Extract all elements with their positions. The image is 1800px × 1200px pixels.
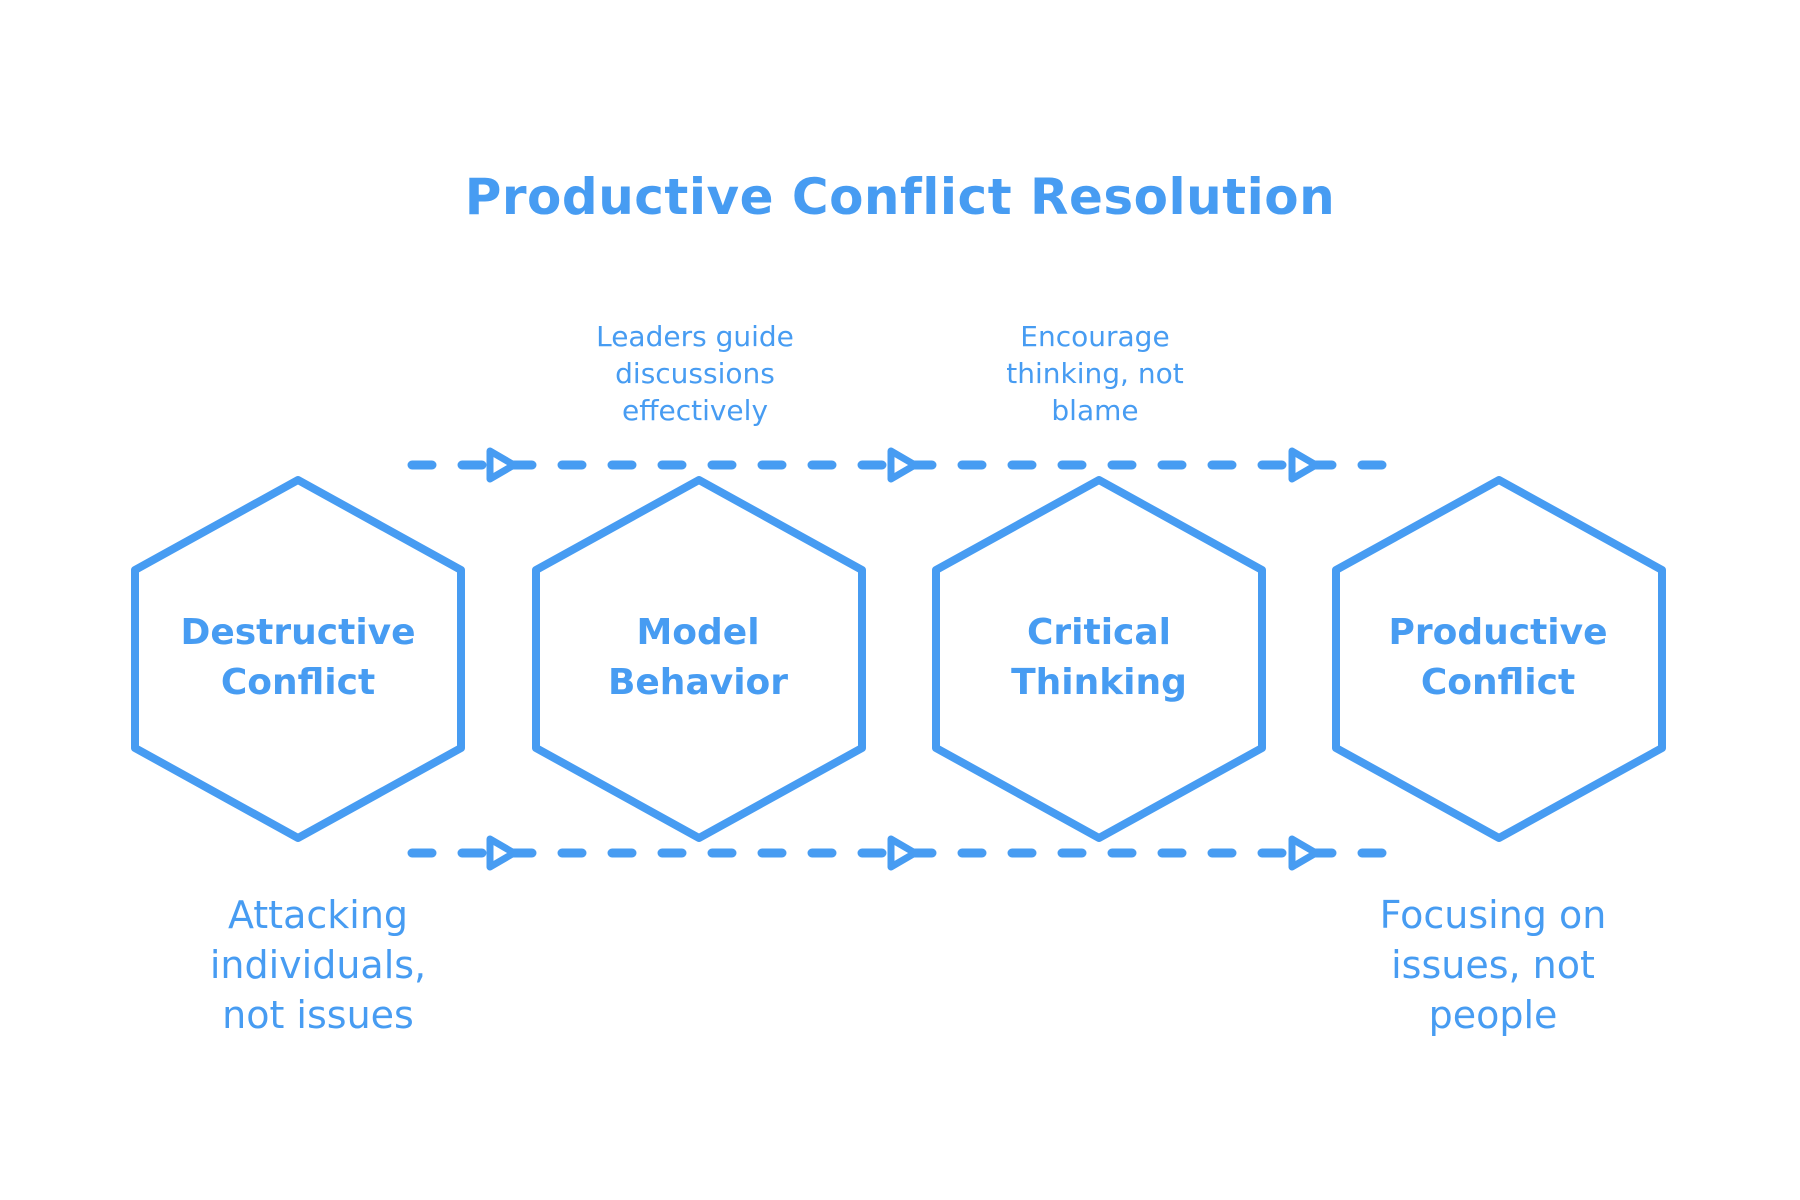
node-label-line: Behavior xyxy=(607,662,789,703)
node-label-line: Model xyxy=(636,612,760,653)
hexagon-model-behavior xyxy=(532,476,866,842)
note-line: individuals, xyxy=(209,943,427,987)
node-label-line: Destructive xyxy=(180,612,416,653)
arrow-head-icon xyxy=(1288,447,1320,483)
note-line: people xyxy=(1428,993,1558,1037)
hexagon-critical-thinking xyxy=(932,476,1266,842)
arrow-head-icon xyxy=(1288,835,1320,871)
node-label-line: Critical xyxy=(1026,612,1172,653)
node-label-destructive-conflict: Destructive Conflict xyxy=(158,608,438,708)
arrow-head-icon xyxy=(887,447,919,483)
arrow-head-icon xyxy=(887,835,919,871)
note-line: thinking, not xyxy=(1006,357,1184,390)
arrow-head-icon xyxy=(486,447,518,483)
node-label-line: Productive xyxy=(1388,612,1608,653)
node-label-line: Conflict xyxy=(220,662,376,703)
arrow-head-icon xyxy=(486,835,518,871)
node-label-productive-conflict: Productive Conflict xyxy=(1358,608,1638,708)
note-line: issues, not xyxy=(1391,943,1595,987)
note-line: Focusing on xyxy=(1379,893,1607,937)
note-line: blame xyxy=(1051,394,1139,427)
node-label-model-behavior: Model Behavior xyxy=(558,608,838,708)
transition-note-leaders-guide: Leaders guide discussions effectively xyxy=(545,318,845,429)
node-label-line: Thinking xyxy=(1011,662,1187,703)
transition-note-encourage-thinking: Encourage thinking, not blame xyxy=(945,318,1245,429)
diagram-title: Productive Conflict Resolution xyxy=(464,168,1336,226)
note-line: effectively xyxy=(621,394,769,427)
note-line: Leaders guide xyxy=(596,320,794,353)
node-label-critical-thinking: Critical Thinking xyxy=(959,608,1239,708)
note-line: not issues xyxy=(222,993,414,1037)
note-line: discussions xyxy=(615,357,775,390)
node-label-line: Conflict xyxy=(1420,662,1576,703)
hexagon-productive-conflict xyxy=(1332,476,1666,842)
start-note: Attacking individuals, not issues xyxy=(168,890,468,1040)
note-line: Attacking xyxy=(227,893,409,937)
end-note: Focusing on issues, not people xyxy=(1343,890,1643,1040)
hexagon-destructive-conflict xyxy=(131,476,465,842)
note-line: Encourage xyxy=(1020,320,1170,353)
